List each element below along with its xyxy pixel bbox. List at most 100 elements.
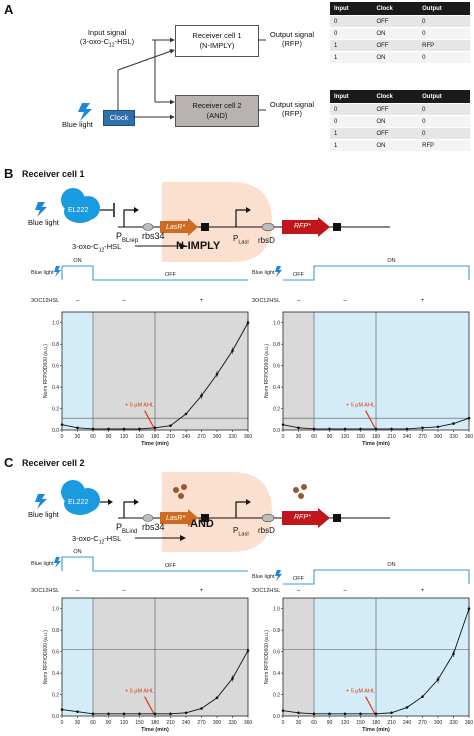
receiver-cell-1-box: Receiver cell 1 (N-IMPLY) <box>175 25 259 57</box>
timeline-on-label-c-right: ON <box>387 562 395 568</box>
data-point-b-right <box>281 423 285 426</box>
data-point-b-right <box>359 427 362 431</box>
data-point-b-right <box>436 425 440 429</box>
x-tick-label-b-left: 180 <box>151 434 160 440</box>
lightning-icon-c <box>35 494 47 509</box>
table1-header-output: Output <box>418 2 470 16</box>
hsl-label-b: 3-oxo-C12-HSL <box>72 242 122 254</box>
x-tick-label-c-left: 90 <box>106 720 112 726</box>
x-tick-label-c-left: 150 <box>135 720 144 726</box>
y-tick-label-c-left: 0.4 <box>52 671 59 677</box>
ahl-annotation-c-left: + 5 μM AHL <box>125 688 154 694</box>
ahl-annotation-c-right: + 5 μM AHL <box>346 688 375 694</box>
timeline-off-label-b-left: OFF <box>165 272 177 278</box>
x-tick-label-c-right: 300 <box>434 720 443 726</box>
hsl-minus-1-b-left: – <box>76 298 80 304</box>
rbs34-c <box>142 514 154 522</box>
x-tick-label-b-left: 270 <box>197 434 206 440</box>
timeline-on-label-c-left: ON <box>73 549 81 555</box>
x-tick-label-c-right: 0 <box>282 720 285 726</box>
data-point-c-right <box>297 711 300 715</box>
cell-body-b <box>162 182 272 262</box>
dark-region-c-right <box>283 598 314 716</box>
lasr-label-c: LasR* <box>166 515 186 522</box>
y-tick-label-b-right: 0.6 <box>273 364 280 370</box>
x-tick-label-b-right: 0 <box>282 434 285 440</box>
timeline-on-label-b-left: ON <box>73 258 81 264</box>
x-tick-label-b-right: 300 <box>434 434 443 440</box>
rbs34-label-b: rbs34 <box>142 231 165 241</box>
y-tick-label-c-right: 0.0 <box>273 714 280 720</box>
promoter-lasi-label-b: PLasI <box>233 234 249 246</box>
ahl-arrow-b-right <box>365 410 376 429</box>
y-tick-label-c-left: 1.0 <box>52 607 59 613</box>
y-tick-label-b-left: 0.2 <box>52 407 59 413</box>
data-point-b-right <box>312 427 316 431</box>
blue-light-label-b: Blue light <box>28 218 59 227</box>
x-tick-label-c-left: 180 <box>151 720 160 726</box>
x-tick-label-c-left: 210 <box>166 720 175 726</box>
hsl-minus-1-c-left: – <box>76 588 80 594</box>
panel-b-circuit: EL222 Blue light PBLrep rbs34 LasR* N-IM… <box>0 180 474 265</box>
el222-protein-c <box>61 480 100 515</box>
lightning-icon-b <box>35 202 47 217</box>
x-tick-label-c-left: 300 <box>213 720 222 726</box>
blue-light-label-c: Blue light <box>28 510 59 519</box>
data-point-b-right <box>343 427 347 431</box>
data-point-b-left <box>76 426 79 430</box>
x-tick-label-b-right: 270 <box>418 434 427 440</box>
y-axis-label-b-left: Norm RFP/OD600 (a.u.) <box>43 344 49 398</box>
x-tick-label-b-left: 360 <box>244 434 253 440</box>
y-axis-label-c-left: Norm RFP/OD600 (a.u.) <box>43 630 49 684</box>
lasr-gene-b <box>160 218 198 236</box>
ahl-molecules-c <box>173 484 187 499</box>
cell-body-c <box>162 472 272 552</box>
panel-letter-a: A <box>4 2 14 17</box>
data-point-c-right <box>405 706 409 709</box>
data-point-c-right <box>343 712 347 716</box>
rbs34-label-c: rbs34 <box>142 522 165 532</box>
data-point-b-right <box>452 422 455 425</box>
data-point-c-left <box>215 696 219 700</box>
x-tick-label-b-right: 180 <box>372 434 381 440</box>
x-tick-label-c-left: 330 <box>228 720 237 726</box>
table2-header-input: Input <box>330 90 373 104</box>
rfp-label-c: RFP* <box>294 514 311 521</box>
x-tick-label-c-right: 150 <box>356 720 365 726</box>
timeline-off-label-c-right: OFF <box>293 576 305 582</box>
promoter-lasi-label-c: PLasI <box>233 526 249 538</box>
data-point-b-right <box>390 427 393 431</box>
data-point-b-left <box>169 424 172 428</box>
ahl-molecules-c2 <box>293 484 307 499</box>
y-tick-label-c-right: 1.0 <box>273 607 280 613</box>
hsl-minus-2-c-right: – <box>343 588 347 594</box>
rfp-gene-b <box>282 217 330 237</box>
data-point-c-left <box>91 712 95 716</box>
x-tick-label-b-right: 60 <box>311 434 317 440</box>
table1-header-input: Input <box>330 2 373 16</box>
timeline-blue-light-label-c-left: Blue light <box>31 561 54 567</box>
lightning-icon-a <box>78 103 92 121</box>
receiver-cell-2-box: Receiver cell 2 (AND) <box>175 95 259 127</box>
x-tick-label-b-right: 150 <box>356 434 365 440</box>
timeline-trace-c-left <box>61 556 248 572</box>
y-axis-label-b-right: Norm RFP/OD600 (a.u.) <box>264 344 270 398</box>
hsl-plus-b-left: + <box>200 298 204 304</box>
x-tick-label-b-left: 30 <box>75 434 81 440</box>
data-point-b-left <box>91 427 95 431</box>
x-tick-label-c-left: 30 <box>75 720 81 726</box>
rbsd-label-b: rbsD <box>258 236 275 245</box>
data-point-b-right <box>405 427 409 431</box>
y-tick-label-c-right: 0.2 <box>273 693 280 699</box>
x-tick-label-c-right: 180 <box>372 720 381 726</box>
timeline-trace-c-right <box>283 569 470 585</box>
output-signal-1-label: Output signal(RFP) <box>269 30 315 48</box>
data-point-b-left <box>184 412 188 416</box>
timeline-blue-light-label-b-right: Blue light <box>252 270 275 276</box>
